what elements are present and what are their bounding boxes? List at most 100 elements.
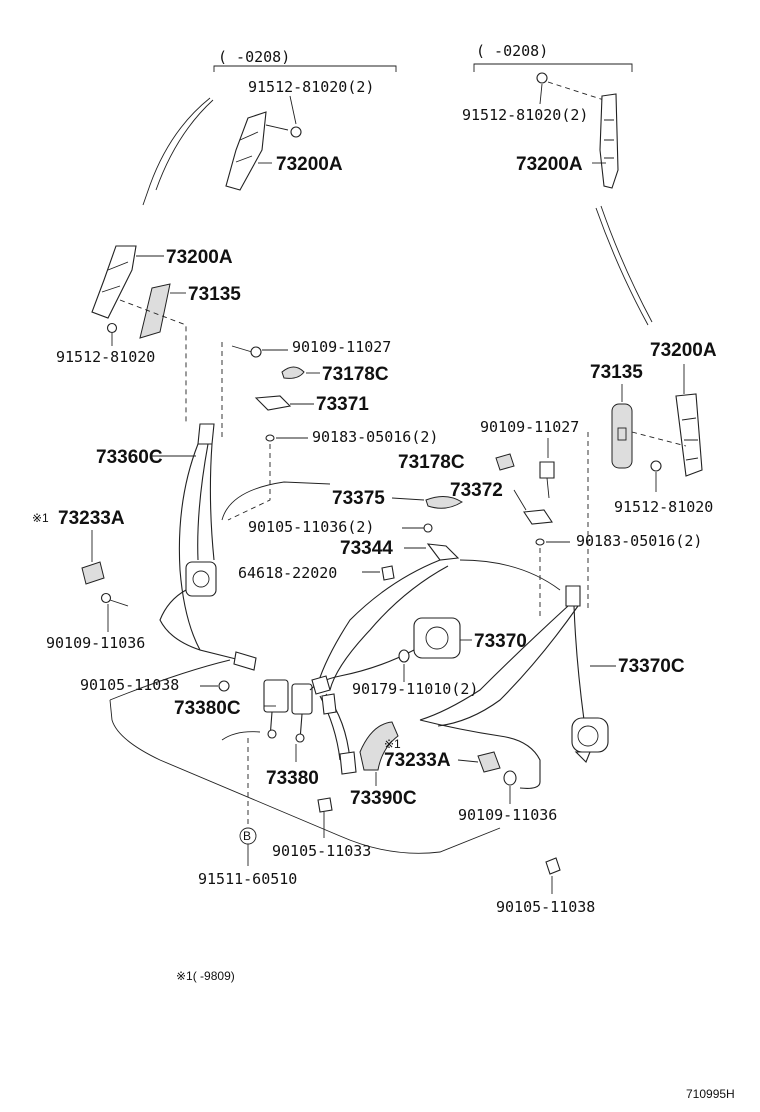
left-upper-anchor: 73200A 73135 91512-81020 bbox=[56, 245, 241, 422]
figure-id: 710995H bbox=[686, 1087, 735, 1101]
bolt-icon bbox=[290, 126, 302, 138]
mid-lower-group: ※1 73390C 73233A bbox=[350, 721, 501, 809]
label-90109-11036-right: 90109-11036 bbox=[458, 806, 557, 824]
belt-cover-73233a bbox=[477, 751, 501, 773]
bolt-icon bbox=[539, 461, 555, 479]
bolt-icon bbox=[218, 680, 230, 692]
anchor-cap-left bbox=[281, 366, 305, 379]
label-90105-11033: 90105-11033 bbox=[272, 842, 371, 860]
left-seat-belt-assembly: 73360C bbox=[96, 423, 257, 671]
belt-anchor-right bbox=[675, 393, 703, 477]
label-90179-11010-2: 90179-11010(2) bbox=[352, 680, 478, 698]
label-73390c: 73390C bbox=[350, 788, 417, 809]
footnote: ※1( -9809) bbox=[176, 969, 235, 983]
belt-cover-73390c bbox=[359, 721, 399, 771]
label-73178c-right: 73178C bbox=[398, 452, 465, 473]
bracket-73344 bbox=[426, 543, 460, 561]
belt-end-plate-left bbox=[233, 651, 257, 671]
belt-guide-73375 bbox=[425, 496, 463, 509]
nut-icon bbox=[503, 770, 517, 786]
label-73178c-left: 73178C bbox=[322, 364, 389, 385]
bolt-icon bbox=[250, 346, 262, 358]
anchor-cover-right bbox=[611, 403, 633, 469]
label-90183-05016-2-left: 90183-05016(2) bbox=[312, 428, 438, 446]
belt-guide-left bbox=[197, 423, 215, 445]
label-91512-81020-right: 91512-81020 bbox=[614, 498, 713, 516]
label-90109-11027-right: 90109-11027 bbox=[480, 418, 579, 436]
bolt-icon bbox=[267, 729, 277, 739]
belt-anchor-upper-left bbox=[225, 111, 267, 191]
label-90105-11036-2: 90105-11036(2) bbox=[248, 518, 374, 536]
seat-outline bbox=[109, 481, 561, 854]
left-year-group: ( -0208) 91512-81020(2) 73200A bbox=[142, 48, 397, 206]
label-73372: 73372 bbox=[450, 480, 503, 501]
center-buckle-group: 73380C 73380 B 91511-60510 90105-11033 bbox=[174, 679, 371, 888]
washer-icon bbox=[535, 538, 545, 546]
label-73344: 73344 bbox=[340, 538, 393, 559]
nut-icon bbox=[398, 649, 410, 663]
left-year-note: ( -0208) bbox=[218, 48, 290, 66]
label-73135-right: 73135 bbox=[590, 362, 643, 383]
label-90109-11036-left: 90109-11036 bbox=[46, 634, 145, 652]
right-upper-anchor: 73200A 73135 91512-81020 bbox=[587, 340, 717, 610]
center-belt-group: 73375 90105-11036(2) 73344 64618-22020 7… bbox=[238, 488, 527, 775]
right-year-group: ( -0208) 91512-81020(2) 73200A bbox=[462, 42, 653, 326]
label-91512-81020-2-right: 91512-81020(2) bbox=[462, 106, 588, 124]
label-91512-81020-left: 91512-81020 bbox=[56, 348, 155, 366]
retractor-left bbox=[185, 561, 217, 597]
label-90105-11038-right: 90105-11038 bbox=[496, 898, 595, 916]
label-73360c: 73360C bbox=[96, 447, 163, 468]
right-hardware-column: 90109-11027 73178C 73372 90183-05016(2) bbox=[398, 418, 702, 620]
label-73370c: 73370C bbox=[618, 656, 685, 677]
left-hardware-column: 90109-11027 73178C 73371 90183-05016(2) bbox=[221, 338, 438, 521]
buckle-73380 bbox=[291, 683, 313, 715]
label-91511-60510: 91511-60510 bbox=[198, 870, 297, 888]
right-belt-assembly: 73370C 90109-11036 90105-11038 bbox=[419, 585, 685, 916]
label-64618-22020: 64618-22020 bbox=[238, 564, 337, 582]
label-73200a-left-top: 73200A bbox=[276, 154, 343, 175]
anchor-plate-73371 bbox=[254, 395, 292, 411]
label-73375: 73375 bbox=[332, 488, 385, 509]
ref-mark-left: ※1 bbox=[32, 511, 49, 525]
washer-icon bbox=[265, 434, 275, 442]
label-91512-81020-2-left: 91512-81020(2) bbox=[248, 78, 374, 96]
belt-cover-left bbox=[81, 561, 105, 585]
clip-64618 bbox=[381, 565, 395, 581]
reference-b: B bbox=[243, 829, 251, 843]
belt-anchor-left bbox=[91, 245, 137, 319]
belt-end-center bbox=[339, 751, 357, 775]
bolt-icon bbox=[295, 733, 305, 743]
anchor-cap-right bbox=[495, 453, 515, 471]
buckle-bracket bbox=[321, 693, 337, 715]
retractor-73370 bbox=[413, 617, 461, 659]
label-73233a-left: 73233A bbox=[58, 508, 125, 529]
label-73200a-right-mid: 73200A bbox=[650, 340, 717, 361]
label-73380c: 73380C bbox=[174, 698, 241, 719]
nut-icon bbox=[317, 797, 333, 813]
label-90105-11038-left: 90105-11038 bbox=[80, 676, 179, 694]
retractor-mount bbox=[574, 751, 591, 763]
label-73135-left: 73135 bbox=[188, 284, 241, 305]
ref-mark-mid: ※1 bbox=[384, 737, 401, 751]
left-cover-group: ※1 73233A 90109-11036 90105-11038 bbox=[32, 508, 230, 694]
label-73370: 73370 bbox=[474, 631, 527, 652]
label-73233a-mid: 73233A bbox=[384, 750, 451, 771]
bolt-icon bbox=[650, 460, 662, 472]
belt-guide-center bbox=[311, 675, 331, 695]
buckle-73380c bbox=[263, 679, 289, 713]
anchor-plate-73372 bbox=[523, 509, 553, 525]
label-90109-11027-left: 90109-11027 bbox=[292, 338, 391, 356]
bolt-icon bbox=[106, 322, 118, 334]
label-90183-05016-2-right: 90183-05016(2) bbox=[576, 532, 702, 550]
label-73200a-left-mid: 73200A bbox=[166, 247, 233, 268]
label-73380: 73380 bbox=[266, 768, 319, 789]
bolt-icon bbox=[423, 523, 433, 533]
bolt-icon bbox=[100, 592, 112, 604]
belt-guide-right bbox=[565, 585, 581, 607]
retractor-right bbox=[571, 717, 609, 753]
anchor-cover-left bbox=[139, 283, 171, 339]
nut-icon bbox=[545, 857, 561, 875]
belt-anchor-upper-right bbox=[599, 93, 619, 189]
bolt-icon bbox=[536, 72, 548, 84]
